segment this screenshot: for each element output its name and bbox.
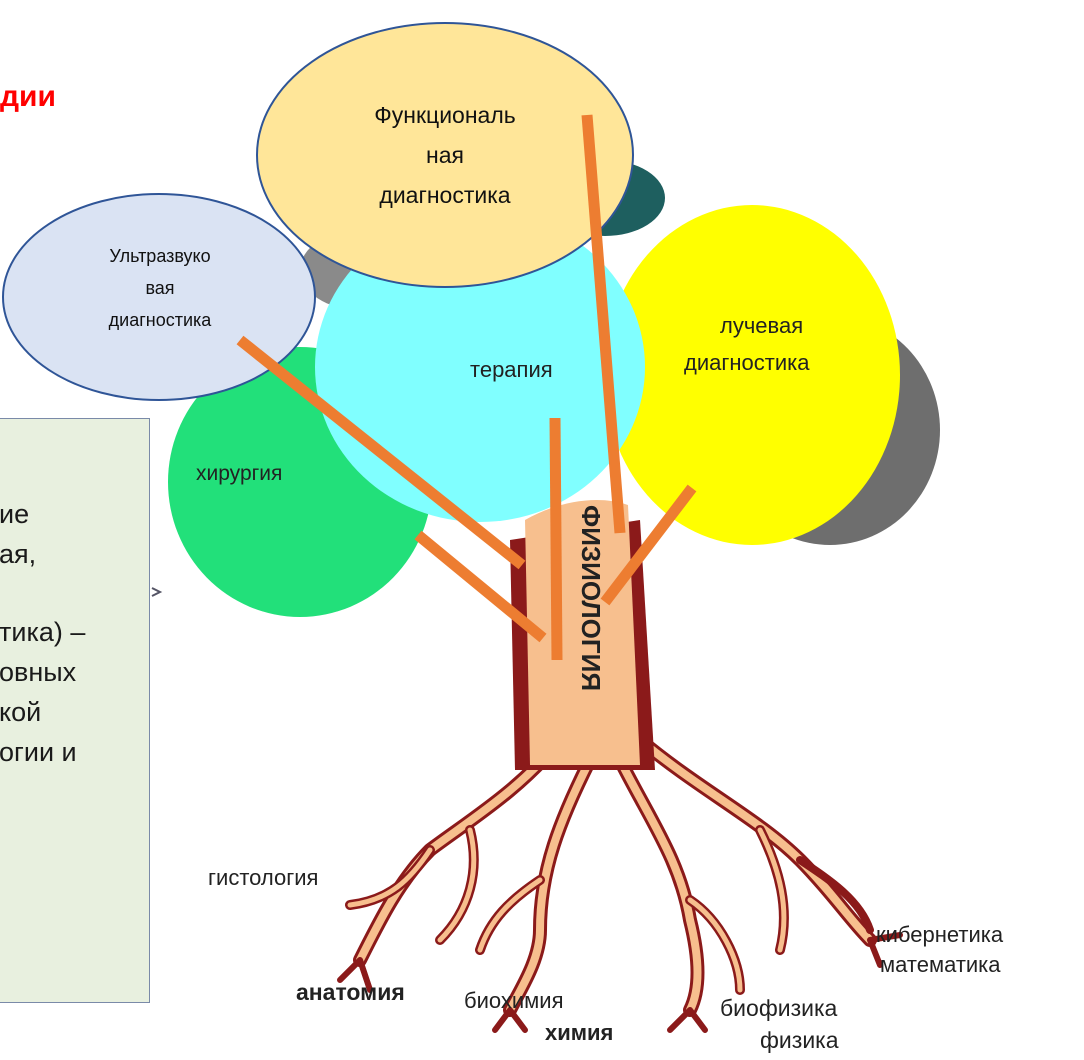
radiology-label-line2: диагностика xyxy=(684,350,810,375)
oval-text-line: Функциональ xyxy=(285,95,605,135)
therapy-label: терапия xyxy=(470,357,553,382)
roots xyxy=(340,740,900,1030)
radiology-circle xyxy=(604,205,900,545)
root-label-mathematics: математика xyxy=(880,952,1001,977)
radiology-label-line1: лучевая xyxy=(720,313,803,338)
oval-text-line: Ультразвуко xyxy=(40,240,280,272)
root-label-histology: гистология xyxy=(208,865,318,890)
root-label-physics: физика xyxy=(760,1027,839,1053)
oval-text-line: диагностика xyxy=(285,175,605,215)
surgery-label: хирургия xyxy=(196,462,282,485)
oval-text-line: вая xyxy=(40,272,280,304)
arrow-mark xyxy=(152,588,160,596)
oval-text-line: диагностика xyxy=(40,304,280,336)
ultrasound-diagnostics-label: Ультразвуко вая диагностика xyxy=(40,240,280,336)
root-label-chemistry: химия xyxy=(545,1020,613,1045)
root-label-biophysics: биофизика xyxy=(720,995,838,1021)
root-label-biochemistry: биохимия xyxy=(464,988,564,1013)
root-label-anatomy: анатомия xyxy=(296,979,405,1005)
functional-diagnostics-label: Функциональ ная диагностика xyxy=(285,95,605,215)
oval-text-line: ная xyxy=(285,135,605,175)
root-label-cybernetics: кибернетика xyxy=(876,922,1004,947)
